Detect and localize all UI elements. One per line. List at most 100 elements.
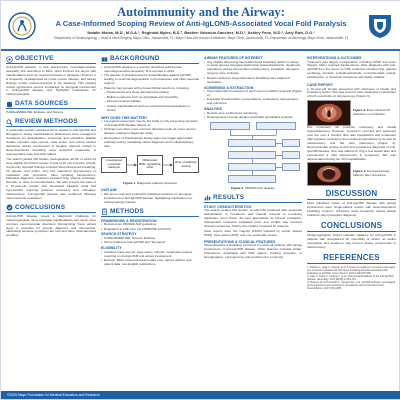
background-section: BACKGROUND Anti-IgLON5 disease is a rece…	[101, 55, 199, 113]
prisma-box	[256, 122, 296, 131]
conclusions-right-text: Otolaryngologists should maintain vigila…	[307, 233, 396, 249]
magnifier-icon	[6, 119, 13, 126]
figure-1-caption: Figure 1. Diagnostic pathway flowchart	[123, 180, 177, 185]
list-item: Exclude: Basic science/animal models onl…	[101, 258, 199, 267]
eligibility-list: Included: Case reports, case series, coh…	[101, 250, 199, 267]
prisma-box	[210, 122, 250, 131]
eligibility-heading: ELIGIBILITY	[101, 246, 122, 251]
mayo-clinic-shield-icon	[369, 15, 391, 38]
prisma-connector	[230, 135, 276, 136]
prisma-box	[282, 139, 300, 148]
conclusions-left-heading: CONCLUSIONS	[6, 204, 96, 213]
prisma-box	[228, 175, 276, 184]
reference-item: 2. Gaig C, Graus F, Compta Y, et al. Cli…	[307, 274, 394, 282]
review-methods-paragraph: The search yielded 110 studies. Deduplic…	[6, 156, 96, 200]
airway-features-list: Any studies discussing sleep-disordered …	[204, 60, 302, 85]
reference-item: 3. Honorat JA, Komorowski L, Josephs KA,…	[307, 281, 396, 291]
list-item: Recognition of characteristic airway sig…	[101, 136, 199, 149]
objective-section: OBJECTIVE Anti-IgLON5 disease, a rare au…	[6, 55, 96, 97]
bar-chart-icon	[204, 196, 211, 201]
list-item: Heterogeneity of study designs precluded…	[204, 115, 302, 120]
database-icon	[7, 101, 12, 108]
interventions-section: INTERVENTIONS & OUTCOMES Treatment was l…	[307, 56, 396, 80]
methods-heading: METHODS	[101, 208, 199, 217]
poster-header: Autoimmunity and the Airway: A Case-Info…	[1, 1, 400, 51]
references-list: 1. Sabater L, Gaig C, Gelpi E, et al. A …	[307, 266, 396, 291]
list-item: Movement abnormalities	[101, 99, 199, 104]
case-report-text-2: She underwent left posterior cordotomy a…	[307, 125, 396, 161]
presentations-text: Sleep-disordered breathing (occurred in …	[204, 243, 302, 259]
objective-heading: OBJECTIVE	[6, 55, 96, 64]
framework-heading: FRAMEWORK & REGISTRATION	[101, 218, 157, 223]
poster-affiliations: ¹Department of Otolaryngology – Head & N…	[53, 36, 349, 40]
prisma-box	[282, 151, 300, 160]
our-aim-section: OUR AIM We aim to map and synthesize pub…	[101, 188, 199, 204]
column-4: INTERVENTIONS & OUTCOMES Treatment was l…	[307, 55, 396, 391]
discussion-text: Most published cases of Anti-IgLON5 dise…	[307, 201, 396, 218]
prisma-box	[228, 163, 276, 172]
discussion-heading: DISCUSSION	[307, 189, 396, 201]
book-icon	[101, 56, 108, 62]
study-characteristics-heading: STUDY CHARACTERISTICS	[204, 204, 252, 209]
search-strategy-heading: SEARCH STRATEGY	[101, 232, 137, 237]
presentations-heading: PRESENTATIONS & CLINICAL FEATURES	[204, 239, 276, 244]
data-sources-section: DATA SOURCES PubMed/MEDLINE, Embase, and…	[6, 100, 96, 115]
case-report-text: A 70-year-old female presented with shor…	[307, 86, 396, 99]
our-aim-list: We aim to map and synthesize published e…	[101, 192, 199, 205]
analysis-heading: ANALYSIS	[204, 107, 222, 112]
study-characteristics-text: The search yielded 110 studies, of which…	[204, 208, 302, 238]
list-item: The disease is characterized by autoanti…	[101, 74, 199, 86]
prisma-connector	[276, 143, 282, 144]
column-1: OBJECTIVE Anti-IgLON5 disease, a rare au…	[6, 55, 96, 391]
prisma-connector	[276, 167, 282, 168]
poster-authors: Natalie Moisa, M.D., M.S.A.¹, Reginald M…	[87, 30, 315, 35]
arrow-right-icon	[127, 163, 137, 167]
poster-footer: ©2025 Mayo Foundation for Medical Educat…	[1, 391, 400, 399]
list-item: Patients may present with a broad clinic…	[101, 86, 199, 91]
airway-features-section: AIRWAY FEATURES OF INTEREST Any studies …	[204, 56, 302, 191]
case-report-heading: CASE REPORT	[307, 83, 333, 88]
target-icon	[6, 55, 13, 63]
results-section: RESULTS STUDY CHARACTERISTICS The search…	[204, 194, 302, 260]
list-item: Two independent reviewers of each report…	[204, 89, 302, 98]
conclusions-left-text: Anti-IgLON5 disease poses a diagnostic c…	[6, 213, 96, 238]
data-sources-heading: DATA SOURCES	[6, 100, 96, 110]
checkmark-icon	[6, 204, 13, 211]
otolaryngology-logo-icon	[8, 12, 36, 40]
list-item: We aim to map and synthesize published e…	[101, 192, 199, 205]
figure-1-flowchart: Unexplained vocal fold paralysis Differe…	[101, 151, 199, 181]
list-item: Airway manifestations such as vocal fold…	[101, 104, 199, 113]
conclusions-right-heading: CONCLUSIONS	[307, 221, 396, 233]
figure-4-caption: Figure 4. Improved airway patency after …	[353, 169, 390, 177]
poster-subtitle: A Case-Informed Scoping Review of Anti-I…	[55, 19, 347, 28]
list-item: Findings can mimic more common disorders…	[101, 128, 199, 136]
review-methods-section: REVIEW METHODS A systematic search combi…	[6, 118, 96, 201]
our-aim-heading: OUR AIM	[101, 188, 117, 193]
list-item: Bulbar symptoms such as dysphagia and dy…	[101, 95, 199, 100]
screening-heading: SCREENING & EXTRACTION	[204, 85, 254, 90]
flow-box: Rule of antibody testing	[173, 156, 199, 173]
flow-box: Differential: MND, dysarthria, other	[137, 154, 163, 175]
review-methods-heading: REVIEW METHODS	[6, 118, 96, 128]
case-report-section: CASE REPORT A 70-year-old female present…	[307, 83, 396, 187]
analysis-list: Results were synthesized narratively. He…	[204, 111, 302, 120]
list-item: Laryngeal involvement may be the initial…	[101, 119, 199, 128]
prisma-connector	[252, 159, 253, 164]
list-item: Included: Case reports, case series, coh…	[101, 250, 199, 259]
review-methods-paragraph: A systematic search combined terms relat…	[6, 128, 96, 156]
why-heading: WHY DOES THIS MATTER?	[101, 115, 148, 120]
prisma-connector	[230, 130, 231, 136]
figure-3-laryngoscopy-image	[307, 100, 351, 127]
airway-features-heading: AIRWAY FEATURES OF INTEREST	[204, 56, 263, 60]
references-heading: REFERENCES	[307, 253, 396, 264]
figure-3-caption: Figure 3. Post-maximal VF abduction on i…	[353, 107, 391, 116]
prisma-connector	[252, 135, 253, 140]
why-section: WHY DOES THIS MATTER? Laryngeal involvem…	[101, 116, 199, 186]
conclusions-left-section: CONCLUSIONS Anti-IgLON5 disease poses a …	[6, 204, 96, 238]
arrow-right-icon	[163, 163, 173, 167]
interventions-heading: INTERVENTIONS & OUTCOMES	[307, 56, 362, 60]
list-item: Reports limited to sleep-disordered brea…	[204, 76, 302, 85]
figure-4-laryngoscopy-image	[307, 162, 351, 187]
screening-list: Two independent reviewers of each report…	[204, 89, 302, 106]
